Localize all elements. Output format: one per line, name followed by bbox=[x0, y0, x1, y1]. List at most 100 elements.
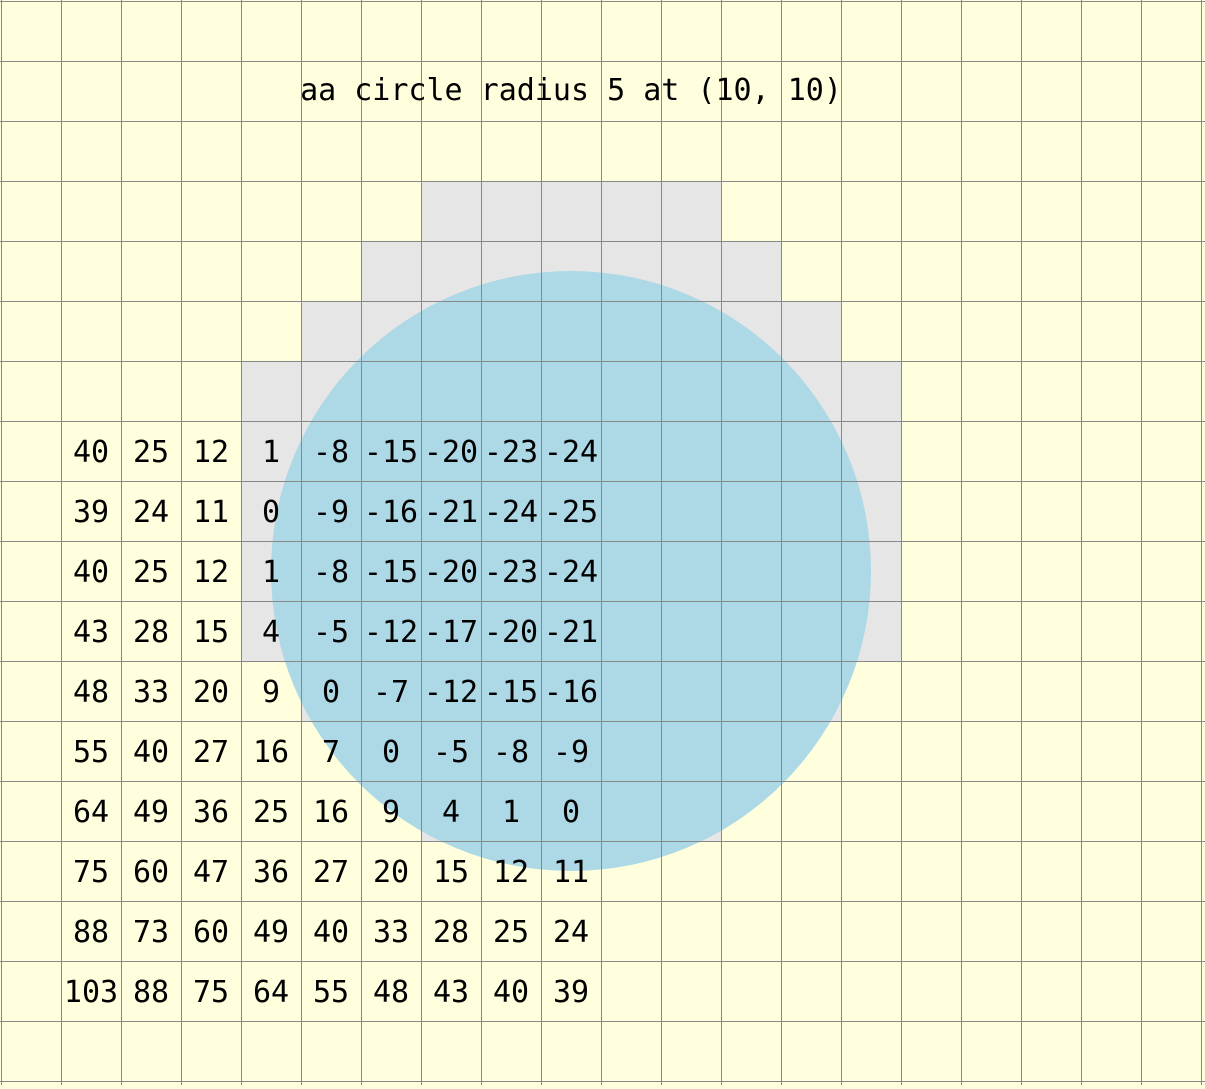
value-label: 7 bbox=[322, 735, 340, 770]
value-label: -15 bbox=[484, 675, 538, 710]
value-label: 39 bbox=[73, 495, 109, 530]
value-label: 27 bbox=[193, 735, 229, 770]
value-label: 15 bbox=[433, 855, 469, 890]
value-label: -23 bbox=[484, 555, 538, 590]
value-label: 4 bbox=[262, 615, 280, 650]
value-label: 27 bbox=[313, 855, 349, 890]
value-label: 49 bbox=[133, 795, 169, 830]
value-label: -24 bbox=[544, 435, 598, 470]
value-label: -9 bbox=[313, 495, 349, 530]
value-label: 73 bbox=[133, 915, 169, 950]
value-label: 40 bbox=[493, 975, 529, 1010]
value-label: 43 bbox=[73, 615, 109, 650]
value-label: 1 bbox=[262, 555, 280, 590]
value-label: -16 bbox=[364, 495, 418, 530]
value-label: -15 bbox=[364, 555, 418, 590]
value-label: 55 bbox=[313, 975, 349, 1010]
covered-cell bbox=[601, 181, 661, 241]
value-label: -21 bbox=[544, 615, 598, 650]
covered-cell bbox=[541, 181, 601, 241]
value-label: -12 bbox=[364, 615, 418, 650]
value-label: 43 bbox=[433, 975, 469, 1010]
value-label: 4 bbox=[442, 795, 460, 830]
value-label: 88 bbox=[133, 975, 169, 1010]
value-label: 75 bbox=[193, 975, 229, 1010]
value-label: -15 bbox=[364, 435, 418, 470]
value-label: 64 bbox=[73, 795, 109, 830]
value-label: 16 bbox=[313, 795, 349, 830]
value-label: 15 bbox=[193, 615, 229, 650]
value-label: 55 bbox=[73, 735, 109, 770]
value-label: -20 bbox=[484, 615, 538, 650]
value-label: 103 bbox=[64, 975, 118, 1010]
value-label: 48 bbox=[73, 675, 109, 710]
value-label: 64 bbox=[253, 975, 289, 1010]
value-label: 0 bbox=[562, 795, 580, 830]
value-label: -8 bbox=[493, 735, 529, 770]
value-label: 24 bbox=[553, 915, 589, 950]
value-label: 60 bbox=[133, 855, 169, 890]
value-label: 1 bbox=[262, 435, 280, 470]
value-label: -16 bbox=[544, 675, 598, 710]
value-label: 1 bbox=[502, 795, 520, 830]
value-label: 33 bbox=[373, 915, 409, 950]
value-label: -25 bbox=[544, 495, 598, 530]
value-label: 9 bbox=[262, 675, 280, 710]
value-label: 25 bbox=[493, 915, 529, 950]
value-label: 40 bbox=[313, 915, 349, 950]
covered-cell bbox=[481, 181, 541, 241]
covered-cell bbox=[421, 181, 481, 241]
value-label: 88 bbox=[73, 915, 109, 950]
value-label: 20 bbox=[193, 675, 229, 710]
value-label: -8 bbox=[313, 435, 349, 470]
value-label: 40 bbox=[133, 735, 169, 770]
value-label: 12 bbox=[193, 555, 229, 590]
value-label: -24 bbox=[544, 555, 598, 590]
value-label: 60 bbox=[193, 915, 229, 950]
value-label: 9 bbox=[382, 795, 400, 830]
value-label: 0 bbox=[322, 675, 340, 710]
value-label: -20 bbox=[424, 435, 478, 470]
covered-cell bbox=[241, 361, 301, 421]
value-label: 24 bbox=[133, 495, 169, 530]
value-label: 11 bbox=[193, 495, 229, 530]
covered-cell bbox=[361, 241, 421, 301]
value-label: 25 bbox=[253, 795, 289, 830]
value-label: -24 bbox=[484, 495, 538, 530]
value-label: 0 bbox=[262, 495, 280, 530]
value-label: 48 bbox=[373, 975, 409, 1010]
covered-cell bbox=[661, 181, 721, 241]
value-label: -7 bbox=[373, 675, 409, 710]
value-label: -20 bbox=[424, 555, 478, 590]
covered-cell bbox=[721, 241, 781, 301]
value-label: -5 bbox=[433, 735, 469, 770]
value-label: 25 bbox=[133, 435, 169, 470]
value-label: 12 bbox=[493, 855, 529, 890]
value-label: -21 bbox=[424, 495, 478, 530]
covered-cell bbox=[781, 301, 841, 361]
value-label: 40 bbox=[73, 435, 109, 470]
value-label: -8 bbox=[313, 555, 349, 590]
value-label: 36 bbox=[193, 795, 229, 830]
value-label: 39 bbox=[553, 975, 589, 1010]
value-label: 47 bbox=[193, 855, 229, 890]
value-label: 0 bbox=[382, 735, 400, 770]
value-label: 12 bbox=[193, 435, 229, 470]
value-label: -9 bbox=[553, 735, 589, 770]
value-label: 28 bbox=[433, 915, 469, 950]
value-label: -5 bbox=[313, 615, 349, 650]
value-label: 49 bbox=[253, 915, 289, 950]
value-label: 33 bbox=[133, 675, 169, 710]
value-label: -23 bbox=[484, 435, 538, 470]
value-label: 11 bbox=[553, 855, 589, 890]
value-label: 36 bbox=[253, 855, 289, 890]
value-label: -17 bbox=[424, 615, 478, 650]
value-label: 25 bbox=[133, 555, 169, 590]
diagram-title: aa circle radius 5 at (10, 10) bbox=[300, 73, 842, 108]
value-label: 40 bbox=[73, 555, 109, 590]
value-label: 20 bbox=[373, 855, 409, 890]
covered-cell bbox=[841, 361, 901, 421]
